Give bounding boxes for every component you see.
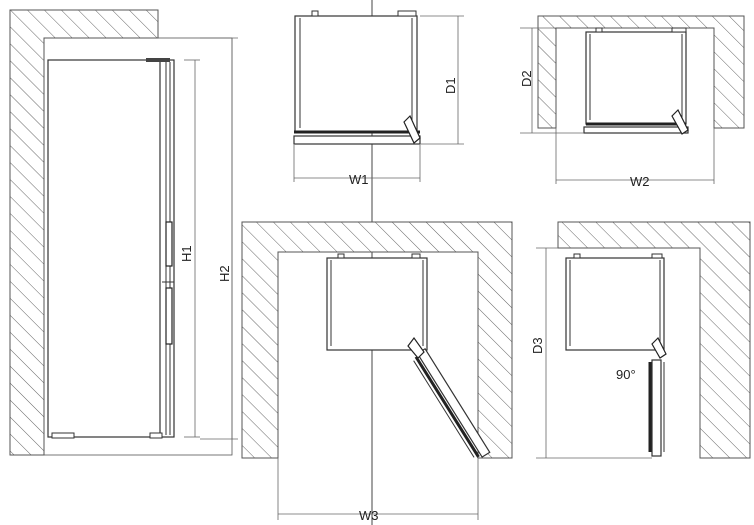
side-view: H1 H2 [9, 9, 238, 456]
h1-label: H1 [179, 245, 194, 262]
top-view-w3: W3 [241, 221, 513, 523]
top-view-w2-d2: W2 D2 [519, 15, 745, 189]
d3-label: D3 [530, 337, 545, 354]
top-view-d3: 90° D3 [530, 221, 751, 459]
door-handle-1 [403, 114, 421, 144]
fridge-top-view-4 [565, 257, 665, 351]
door-open-90 [651, 359, 662, 457]
wall-hatch-niche-1 [537, 15, 745, 129]
fridge-top-view-2 [585, 31, 687, 125]
h2-label: H2 [217, 265, 232, 282]
lower-handle [165, 287, 173, 345]
d1-label: D1 [443, 77, 458, 94]
hinge-top [146, 58, 170, 62]
fridge-body [47, 59, 163, 438]
fridge-top-view-1 [294, 15, 418, 133]
w1-label: W1 [349, 172, 369, 187]
w3-label: W3 [359, 508, 379, 523]
door-handle-4 [651, 336, 667, 359]
w2-label: W2 [630, 174, 650, 189]
door-handle-2 [671, 108, 689, 135]
door-handle-3 [407, 336, 425, 359]
top-view-w1-d1: W1 D1 [293, 10, 464, 187]
wall-hatch-niche-2 [241, 221, 513, 459]
door-closed-2 [583, 126, 689, 134]
angle-label: 90° [616, 367, 636, 382]
upper-handle [165, 221, 173, 267]
fridge-top-view-3 [326, 257, 428, 351]
d2-label: D2 [519, 70, 534, 87]
door-closed-1 [293, 135, 421, 145]
